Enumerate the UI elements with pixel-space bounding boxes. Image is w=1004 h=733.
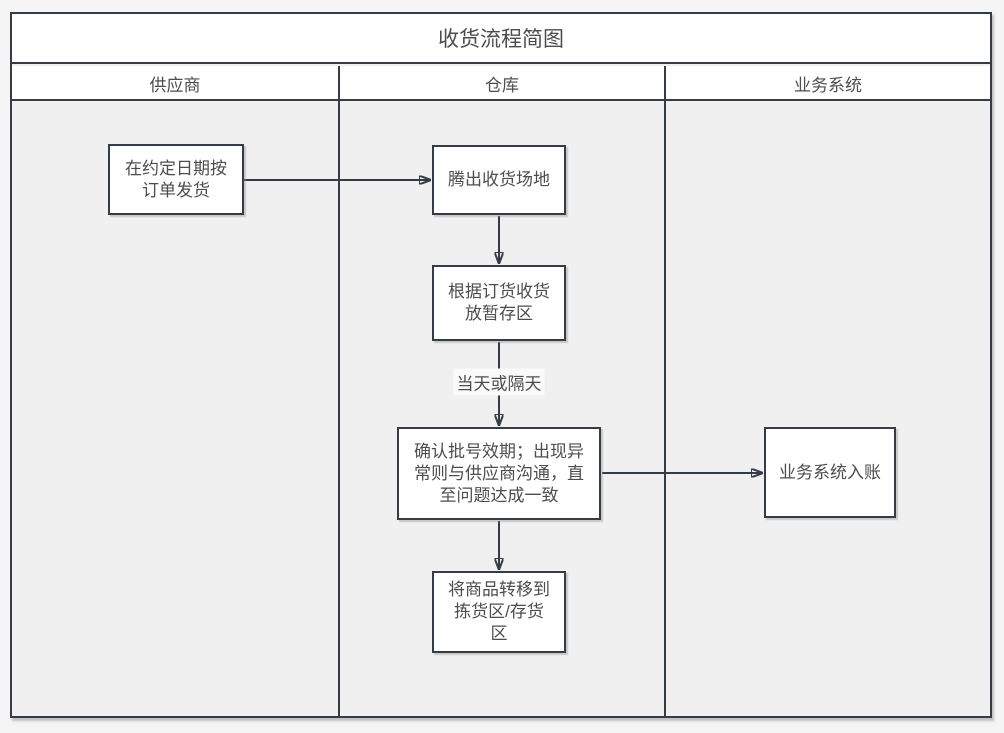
node-business-system-entry: 业务系统入账: [764, 427, 896, 518]
lane-header-label: 仓库: [485, 76, 519, 95]
node-move-to-picking-area: 将商品转移到 拣货区/存货 区: [432, 571, 566, 653]
node-ship-on-date: 在约定日期按 订单发货: [108, 144, 244, 215]
node-receive-to-staging: 根据订货收货 放暂存区: [432, 265, 566, 341]
lane-header-business-system: 业务系统: [666, 66, 990, 101]
lane-divider: [338, 66, 340, 716]
lane-header-warehouse: 仓库: [340, 66, 664, 101]
edge-label-timing: 当天或隔天: [453, 368, 545, 396]
lane-divider: [664, 66, 666, 716]
lane-header-row: 供应商 仓库 业务系统: [12, 66, 990, 101]
lane-header-label: 业务系统: [794, 76, 862, 95]
diagram-title: 收货流程简图: [438, 28, 564, 51]
node-clear-receiving-site: 腾出收货场地: [432, 145, 566, 215]
diagram-title-bar: 收货流程简图: [12, 14, 990, 64]
lane-header-supplier: 供应商: [12, 66, 338, 101]
lane-header-label: 供应商: [149, 76, 201, 95]
node-confirm-batch-expiry: 确认批号效期；出现异 常则与供应商沟通，直 至问题达成一致: [397, 427, 601, 520]
